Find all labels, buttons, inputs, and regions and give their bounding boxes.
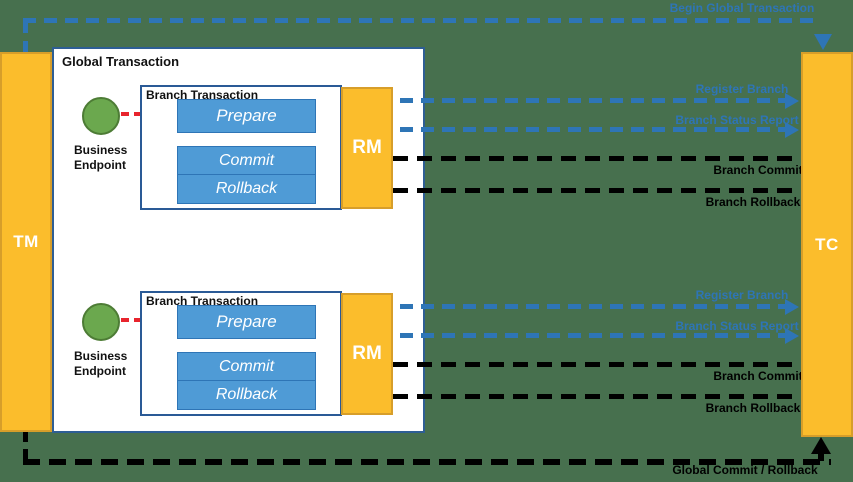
prepare-box: Prepare [177,99,316,133]
branch-commit-label: Branch Commit [713,369,803,383]
commit-box: Commit [177,352,316,381]
business-endpoint-label: Business Endpoint [74,143,128,172]
rm-node: RM [341,293,393,415]
global-commit-line [23,459,831,465]
begin-global-transaction-label: Begin Global Transaction [669,1,815,15]
branch-transaction-row: Register Branch Branch Status Report Bra… [0,82,853,215]
right-arrow-icon [785,299,799,315]
rm-node: RM [341,87,393,209]
right-arrow-icon [785,93,799,109]
up-arrow-icon [811,437,831,454]
begin-transaction-line [23,18,819,23]
branch-rollback-line [393,188,801,193]
register-branch-label: Register Branch [695,82,789,96]
prepare-box: Prepare [177,305,316,339]
branch-status-report-label: Branch Status Report [675,113,799,127]
business-endpoint-label: Business Endpoint [74,349,128,378]
register-branch-line [316,98,788,103]
right-arrow-icon [785,122,799,138]
begin-transaction-line-vertical [23,20,28,52]
branch-rollback-label: Branch Rollback [705,401,801,415]
rollback-box: Rollback [177,174,316,204]
right-arrow-icon [785,328,799,344]
register-branch-label: Register Branch [695,288,789,302]
branch-transaction-title: Branch Transaction [146,294,259,308]
branch-status-report-line [316,127,788,132]
branch-rollback-line [393,394,801,399]
branch-status-report-line [316,333,788,338]
register-branch-line [316,304,788,309]
global-commit-line-vertical [23,432,28,460]
branch-status-report-label: Branch Status Report [675,319,799,333]
down-arrow-icon [814,34,832,50]
branch-commit-line [393,362,801,367]
branch-transaction-row: Register Branch Branch Status Report Bra… [0,288,853,421]
rollback-box: Rollback [177,380,316,410]
commit-box: Commit [177,146,316,175]
branch-transaction-title: Branch Transaction [146,88,259,102]
global-commit-rollback-label: Global Commit / Rollback [672,463,818,477]
business-endpoint-icon [82,97,120,135]
global-transaction-title: Global Transaction [62,54,180,69]
branch-commit-label: Branch Commit [713,163,803,177]
tm-node: TM [0,52,52,432]
business-endpoint-icon [82,303,120,341]
global-commit-arrow-stem [818,453,824,461]
branch-rollback-label: Branch Rollback [705,195,801,209]
tc-node: TC [801,52,853,437]
branch-commit-line [393,156,801,161]
